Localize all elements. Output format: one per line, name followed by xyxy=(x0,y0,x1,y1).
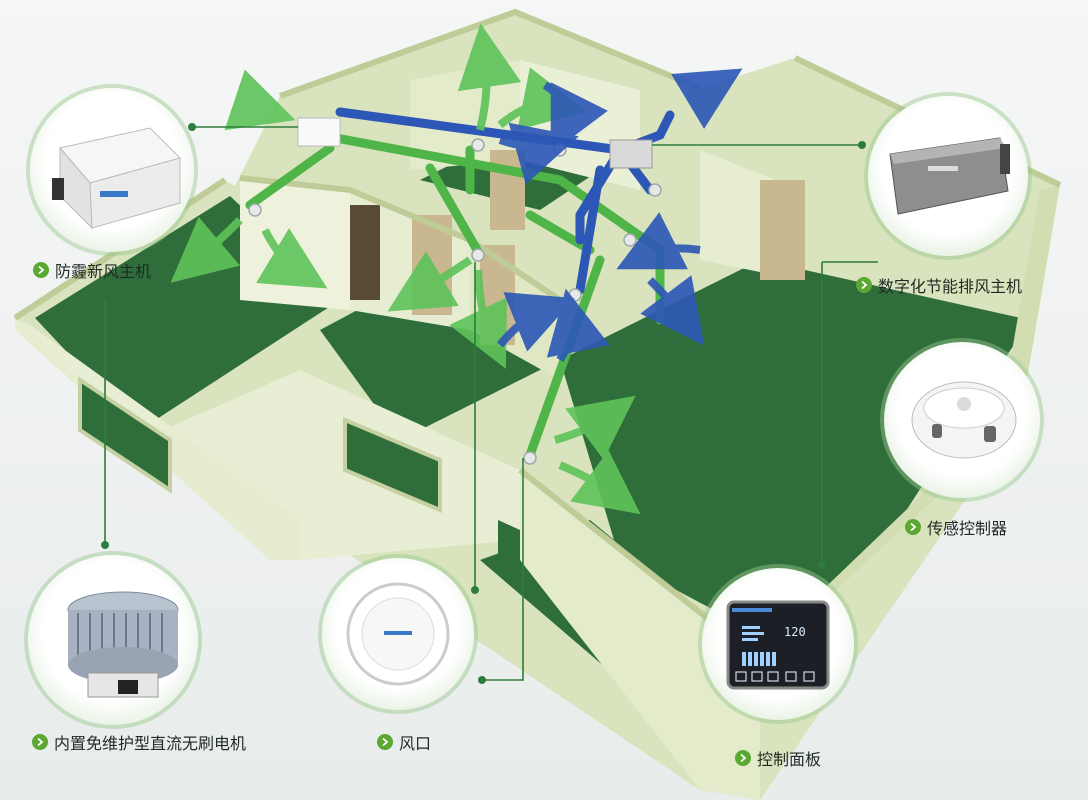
window-left xyxy=(78,376,172,494)
fresh-air-arrow-icon xyxy=(170,23,641,515)
label-text: 风口 xyxy=(399,734,432,753)
label-motor: 内置免维护型直流无刷电机 xyxy=(32,730,246,754)
chevron-right-icon xyxy=(377,734,393,750)
motor-photo xyxy=(28,555,198,725)
fresh-air-unit-box xyxy=(297,117,341,147)
door-5 xyxy=(490,150,525,230)
label-text: 防霾新风主机 xyxy=(55,262,152,281)
chevron-right-icon xyxy=(32,734,48,750)
fresh-air-unit-photo xyxy=(30,88,194,252)
chevron-right-icon xyxy=(33,262,49,278)
label-text: 传感控制器 xyxy=(927,519,1008,538)
wall-left-front-2 xyxy=(30,325,300,520)
label-text: 控制面板 xyxy=(757,750,822,769)
label-air-vent: 风口 xyxy=(377,730,431,754)
label-fresh-air-unit: 防霾新风主机 xyxy=(33,258,151,282)
label-exhaust-unit: 数字化节能排风主机 xyxy=(856,273,1022,297)
chevron-right-icon xyxy=(856,277,872,293)
panel-display-value: 120 xyxy=(784,625,806,639)
window-right xyxy=(498,520,520,575)
chevron-right-icon xyxy=(905,519,921,535)
window-center xyxy=(343,416,442,514)
label-control-panel: 控制面板 xyxy=(735,746,821,770)
wall-right-front xyxy=(520,470,760,800)
leader-dots xyxy=(101,123,866,684)
control-panel-photo: 120 xyxy=(702,568,854,720)
label-text: 内置免维护型直流无刷电机 xyxy=(54,734,247,753)
air-vent-photo xyxy=(322,558,474,710)
label-text: 数字化节能排风主机 xyxy=(878,277,1023,296)
door-1 xyxy=(350,205,380,300)
label-sensor-controller: 传感控制器 xyxy=(905,515,1007,539)
exhaust-arrow-icon xyxy=(496,68,743,363)
leader-lines xyxy=(104,126,878,681)
exhaust-unit-photo xyxy=(868,96,1028,256)
door-4 xyxy=(760,180,805,280)
floor-large-room xyxy=(560,260,1030,640)
chevron-right-icon xyxy=(735,750,751,766)
exhaust-unit-box xyxy=(609,139,653,169)
sensor-controller-photo xyxy=(884,342,1040,498)
